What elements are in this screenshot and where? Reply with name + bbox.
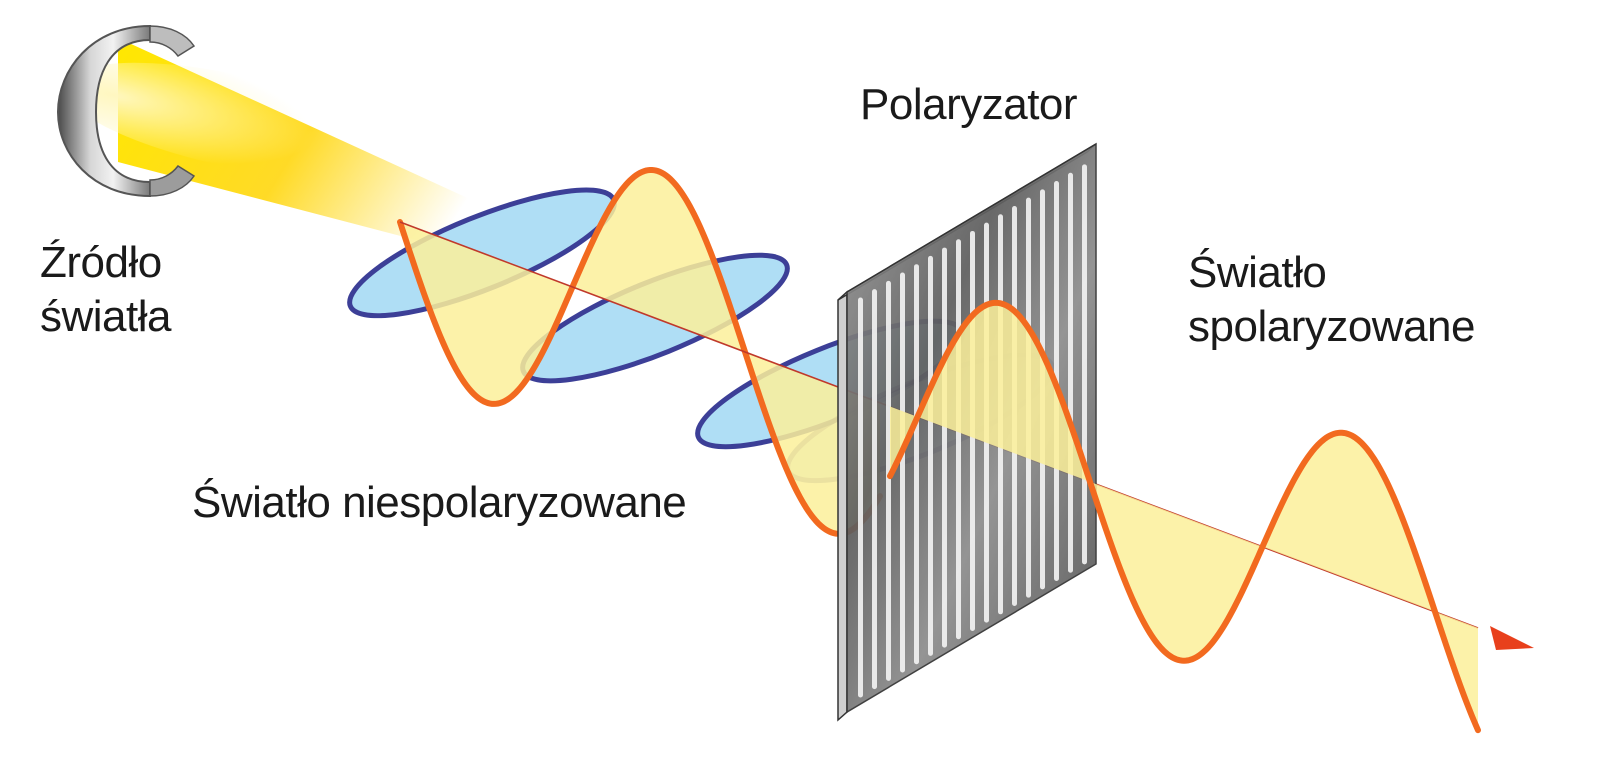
polarizer-label: Polaryzator [860,80,1078,129]
polarizer-slit [1082,164,1087,565]
polarized-wave [887,299,1481,734]
light-source-label-line2: światła [40,291,172,341]
polarizer-slit [1068,172,1073,573]
polarizer-slit [886,280,891,681]
unpolarized-wave [397,166,883,537]
polarized-light-label-line2: spolaryzowane [1188,301,1476,351]
polarizer-slit [928,255,933,656]
polarizer-slit [942,247,947,648]
polarized-wave-fill [890,302,1478,731]
polarized-light-label: Światło spolaryzowane [1188,246,1476,353]
arrow-icon [1490,626,1534,650]
polarizer-slit [858,297,863,698]
unpolarized-light-label: Światło niespolaryzowane [192,478,687,527]
polarizer-slit [900,272,905,673]
polarizer-slit [872,289,877,690]
light-beam-core [63,62,397,178]
polarized-light-label-line1: Światło [1188,248,1327,297]
light-source-label-line1: Źródło [40,238,162,287]
light-source-label: Źródło światła [40,236,172,343]
polarizer-slit [956,239,961,640]
lamp-icon [56,24,196,198]
unpolarized-wave-fill [400,169,880,534]
polarizer-slit [914,264,919,665]
